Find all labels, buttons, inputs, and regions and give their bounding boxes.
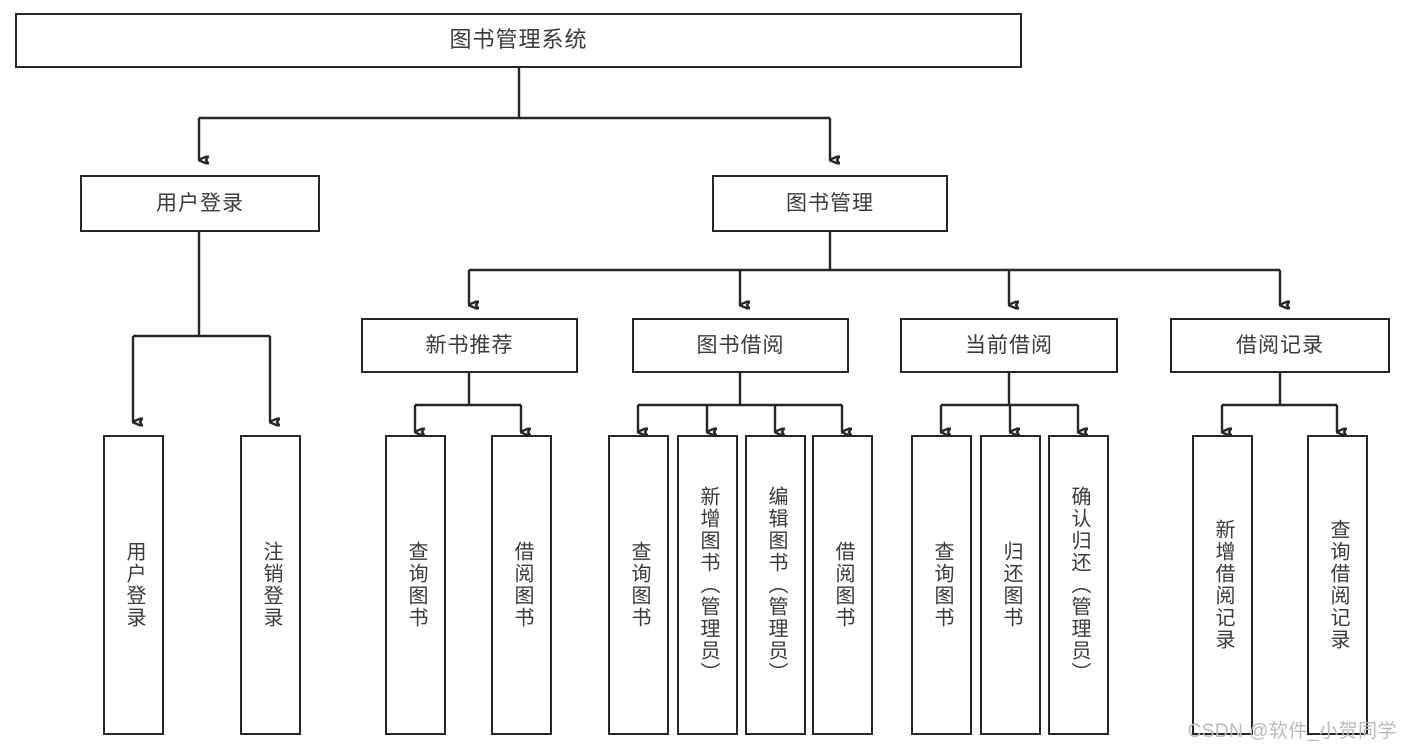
node-label: 查询借阅记录	[1327, 519, 1349, 651]
node-current-borrow[interactable]: 当前借阅	[900, 318, 1118, 373]
node-label: 图书借阅	[696, 333, 785, 357]
node-label: 当前借阅	[965, 333, 1053, 357]
node-leaf-confirm-return-admin[interactable]: 确认归还（管理员）	[1048, 435, 1109, 735]
node-book-borrow[interactable]: 图书借阅	[632, 318, 849, 373]
node-label: 查询图书	[931, 541, 953, 629]
node-label: 归还图书	[1000, 541, 1022, 629]
node-label: 用户登录	[123, 541, 145, 629]
node-book-management[interactable]: 图书管理	[712, 175, 948, 232]
node-label: 注销登录	[260, 541, 282, 629]
node-leaf-query-borrow-record[interactable]: 查询借阅记录	[1307, 435, 1368, 735]
node-leaf-borrow-book-borrow[interactable]: 借阅图书	[812, 435, 873, 735]
node-label: 借阅记录	[1236, 333, 1324, 357]
node-label: 图书管理	[786, 191, 874, 215]
node-label: 借阅图书	[511, 541, 533, 629]
node-leaf-query-book-borrow[interactable]: 查询图书	[608, 435, 669, 735]
node-leaf-user-login[interactable]: 用户登录	[103, 435, 164, 735]
node-leaf-return-book[interactable]: 归还图书	[980, 435, 1041, 735]
node-label: 新增借阅记录	[1212, 519, 1234, 651]
node-leaf-query-book-new-recommend[interactable]: 查询图书	[385, 435, 446, 735]
node-user-login[interactable]: 用户登录	[80, 175, 320, 232]
node-label: 借阅图书	[832, 541, 854, 629]
node-label: 用户登录	[156, 191, 244, 215]
node-label: 图书管理系统	[449, 27, 588, 53]
node-label: 确认归还（管理员）	[1068, 486, 1090, 684]
node-leaf-logout-login[interactable]: 注销登录	[240, 435, 301, 735]
node-label: 新书推荐	[425, 333, 514, 357]
node-leaf-add-borrow-record[interactable]: 新增借阅记录	[1192, 435, 1253, 735]
csdn-watermark: CSDN @软件_小贺同学	[1187, 721, 1397, 742]
node-leaf-edit-book-admin[interactable]: 编辑图书（管理员）	[745, 435, 806, 735]
node-label: 查询图书	[405, 541, 427, 629]
node-leaf-borrow-book-new-recommend[interactable]: 借阅图书	[491, 435, 552, 735]
node-label: 新增图书（管理员）	[697, 486, 719, 684]
node-borrow-record[interactable]: 借阅记录	[1170, 318, 1390, 373]
node-leaf-query-book-current[interactable]: 查询图书	[911, 435, 972, 735]
node-label: 编辑图书（管理员）	[765, 486, 787, 684]
node-label: 查询图书	[628, 541, 650, 629]
node-leaf-add-book-admin[interactable]: 新增图书（管理员）	[677, 435, 738, 735]
node-root-book-management-system[interactable]: 图书管理系统	[15, 13, 1022, 68]
node-new-book-recommend[interactable]: 新书推荐	[361, 318, 578, 373]
